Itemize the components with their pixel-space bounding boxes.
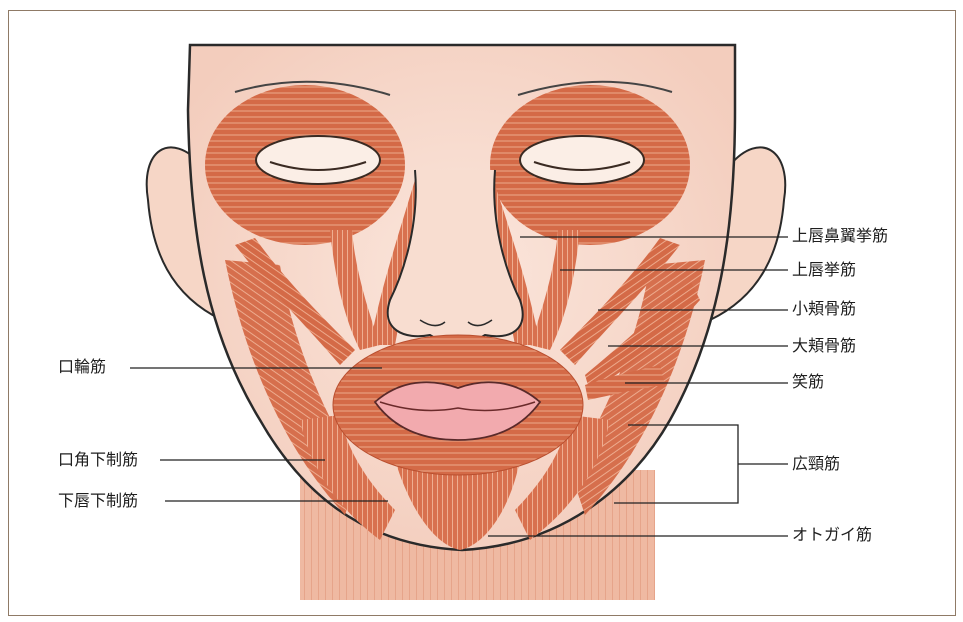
label-depressor-anguli-oris: 口角下制筋 (58, 450, 138, 470)
label-mentalis: オトガイ筋 (792, 525, 872, 545)
label-risorius: 笑筋 (792, 372, 824, 392)
eye-right (520, 136, 644, 184)
label-platysma: 広頸筋 (792, 454, 840, 474)
label-zygomaticus-minor: 小頬骨筋 (792, 299, 856, 319)
label-orbicularis-oris: 口輪筋 (58, 357, 106, 377)
label-levator-labii-superioris: 上唇挙筋 (792, 260, 856, 280)
eye-left (256, 136, 380, 184)
label-depressor-labii-inferioris: 下唇下制筋 (58, 491, 138, 511)
label-levator-labii-alaeque-nasi: 上唇鼻翼挙筋 (792, 226, 888, 246)
label-zygomaticus-major: 大頬骨筋 (792, 336, 856, 356)
